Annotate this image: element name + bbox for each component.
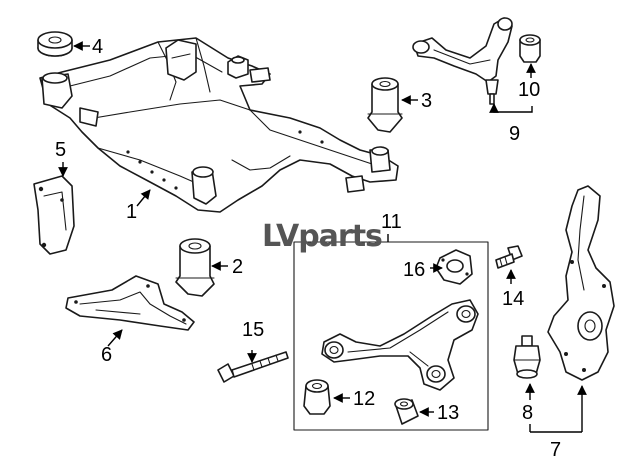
callout-13[interactable]: 13 [437, 402, 460, 424]
upper-arm-bushing-part-10 [519, 34, 541, 63]
bolt-part-15 [217, 351, 289, 383]
callout-15[interactable]: 15 [242, 319, 265, 341]
ball-joint-part-8 [513, 335, 541, 379]
bushing-part-12 [303, 379, 331, 415]
leader-lines [58, 41, 587, 433]
bushing-part-13 [394, 398, 419, 425]
callout-16[interactable]: 16 [403, 259, 426, 281]
callout-10[interactable]: 10 [518, 79, 541, 101]
mount-bushing-part-3 [367, 77, 403, 133]
callout-11[interactable]: 11 [381, 211, 402, 233]
lower-arm-kit-box-part-11 [293, 241, 489, 431]
subframe-part-1 [39, 37, 399, 213]
bracket-part-5 [33, 175, 75, 255]
mount-bushing-part-2 [175, 238, 215, 297]
callout-9[interactable]: 9 [509, 123, 521, 145]
callout-14[interactable]: 14 [502, 288, 525, 310]
lower-control-arm [321, 299, 479, 391]
callout-7[interactable]: 7 [550, 439, 562, 461]
callout-1[interactable]: 1 [126, 201, 138, 223]
upper-control-arm-part-9 [412, 17, 513, 105]
shield-plate-part-6 [65, 275, 195, 331]
ball-joint-plate-part-16 [435, 249, 473, 285]
callout-2[interactable]: 2 [232, 256, 244, 278]
callout-8[interactable]: 8 [522, 402, 534, 424]
lvparts-watermark-logo: LVparts [262, 219, 383, 254]
callout-12[interactable]: 12 [353, 388, 376, 410]
bolt-part-14 [495, 245, 523, 269]
callout-6[interactable]: 6 [101, 344, 113, 366]
callout-3[interactable]: 3 [421, 90, 433, 112]
callout-4[interactable]: 4 [92, 36, 104, 58]
callout-5[interactable]: 5 [55, 139, 67, 161]
bump-stop-part-4 [37, 31, 73, 57]
steering-knuckle-part-7 [547, 185, 615, 381]
